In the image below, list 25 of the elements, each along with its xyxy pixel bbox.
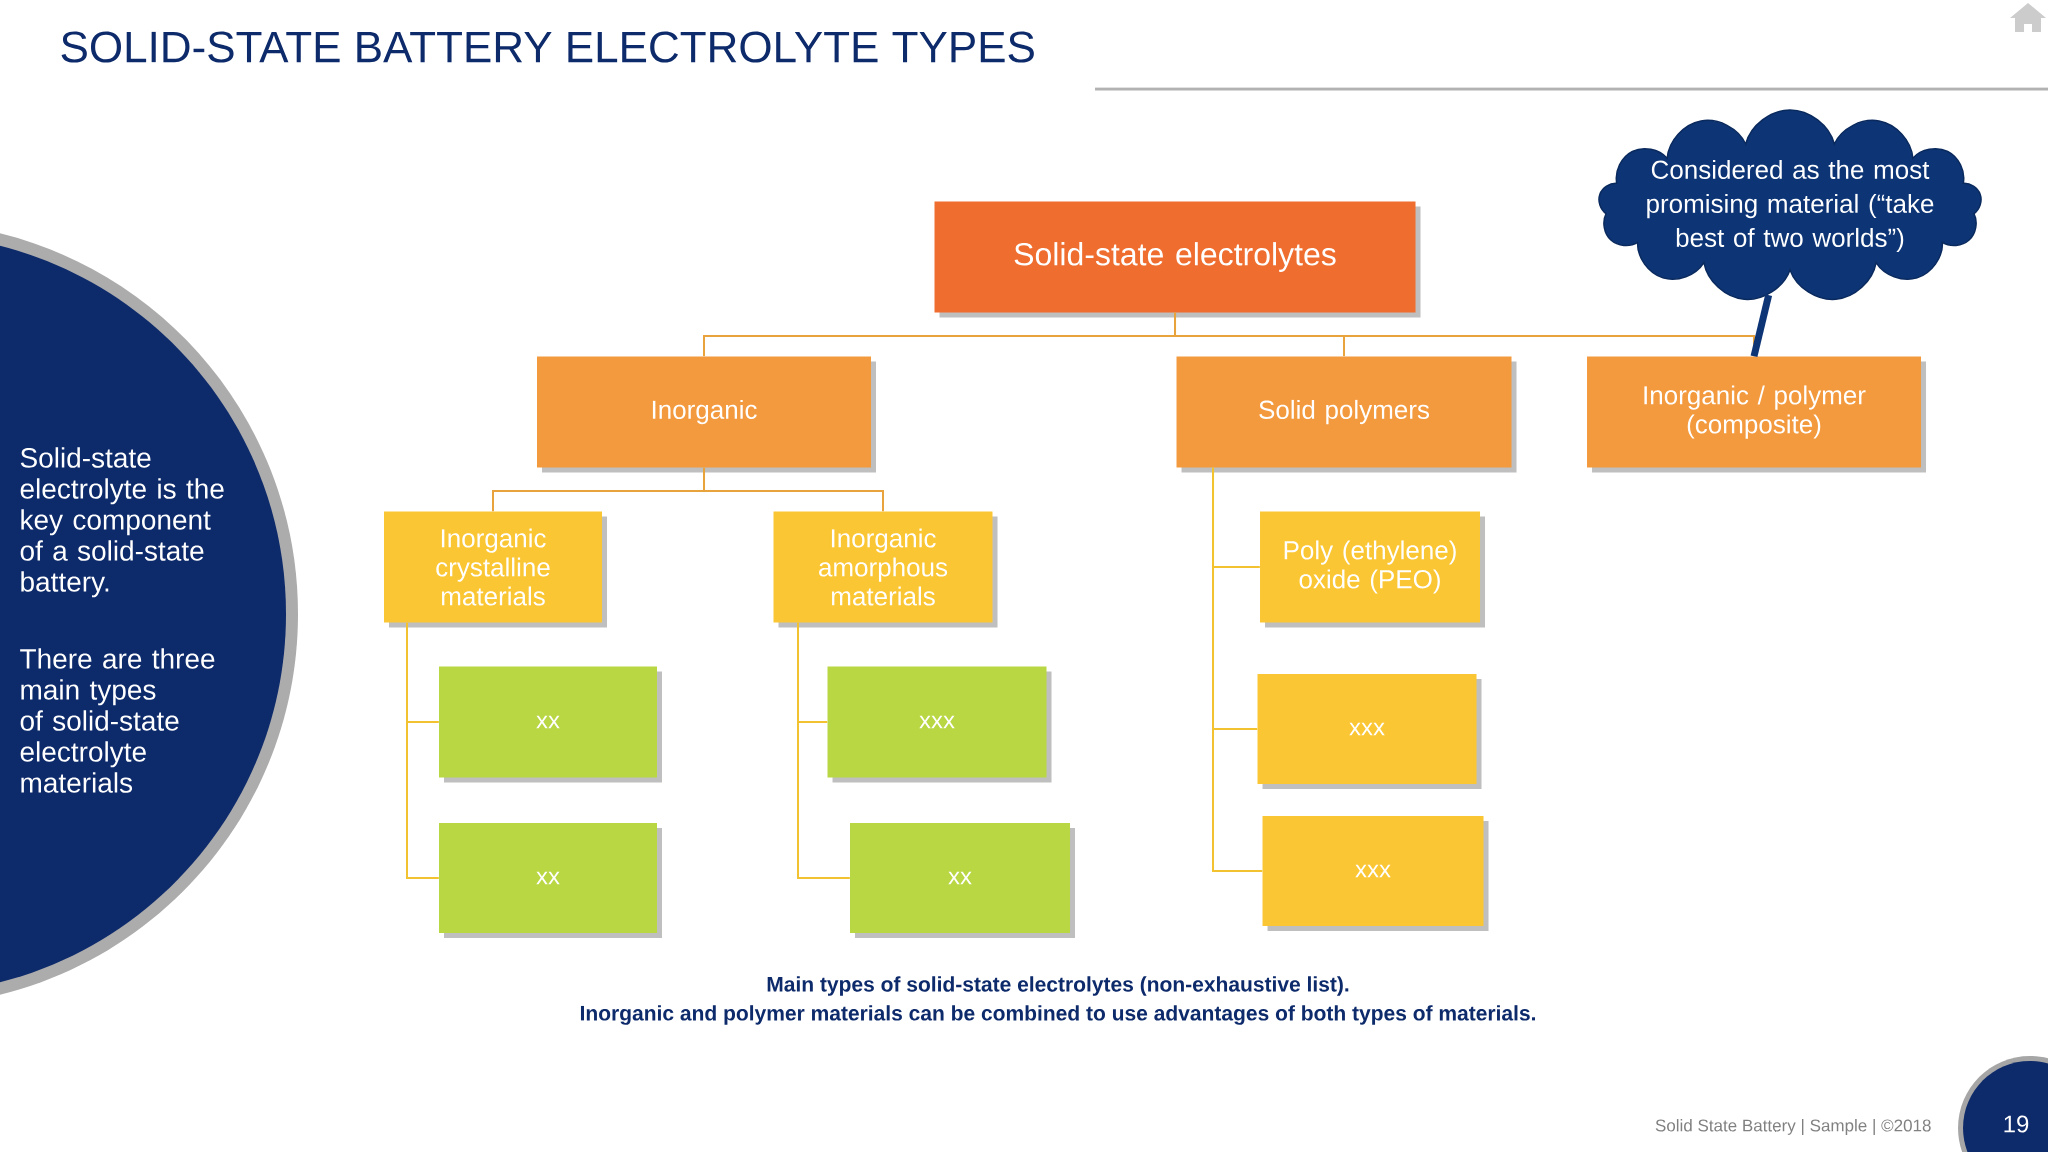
category-box: Solid polymers bbox=[1176, 356, 1517, 473]
material-box: xx bbox=[439, 666, 662, 783]
category-box: Inorganic / polymer (composite) bbox=[1587, 356, 1926, 473]
root-box: Solid-state electrolytes bbox=[934, 201, 1421, 318]
page-number: 19 bbox=[1958, 1056, 2048, 1152]
subcategory-box: Inorganic crystalline materials bbox=[384, 511, 607, 628]
connector bbox=[1750, 294, 1773, 358]
material-box: xxx bbox=[1262, 816, 1489, 931]
footer-text: Solid State Battery | Sample | ©2018 bbox=[1655, 1119, 1931, 1135]
category-box: Inorganic bbox=[537, 356, 876, 473]
material-box: xx bbox=[850, 823, 1075, 938]
caption: Main types of solid-state electrolytes (non-exhaustive list). bbox=[767, 976, 1349, 996]
thought-cloud: Considered as the most promising material (“take best of two worlds”) bbox=[1598, 109, 1982, 301]
subcategory-box: Poly (ethylene) oxide (PEO) bbox=[1260, 511, 1485, 628]
connector bbox=[1212, 466, 1264, 872]
connector bbox=[797, 621, 851, 879]
side-panel: Solid-state electrolyte is the key component of a solid-state battery. There are three main types of solid-state electrolyte materials bbox=[0, 222, 298, 1006]
caption: Inorganic and polymer materials can be combined to use advantages of both types of materials. bbox=[580, 1005, 1535, 1025]
connector bbox=[703, 466, 884, 513]
material-box: xxx bbox=[1257, 674, 1482, 789]
material-box: xx bbox=[439, 823, 662, 938]
material-box: xxx bbox=[827, 666, 1052, 783]
subcategory-box: Inorganic amorphous materials bbox=[773, 511, 998, 628]
connector bbox=[406, 621, 440, 879]
title: SOLID-STATE BATTERY ELECTROLYTE TYPES bbox=[61, 31, 1034, 63]
